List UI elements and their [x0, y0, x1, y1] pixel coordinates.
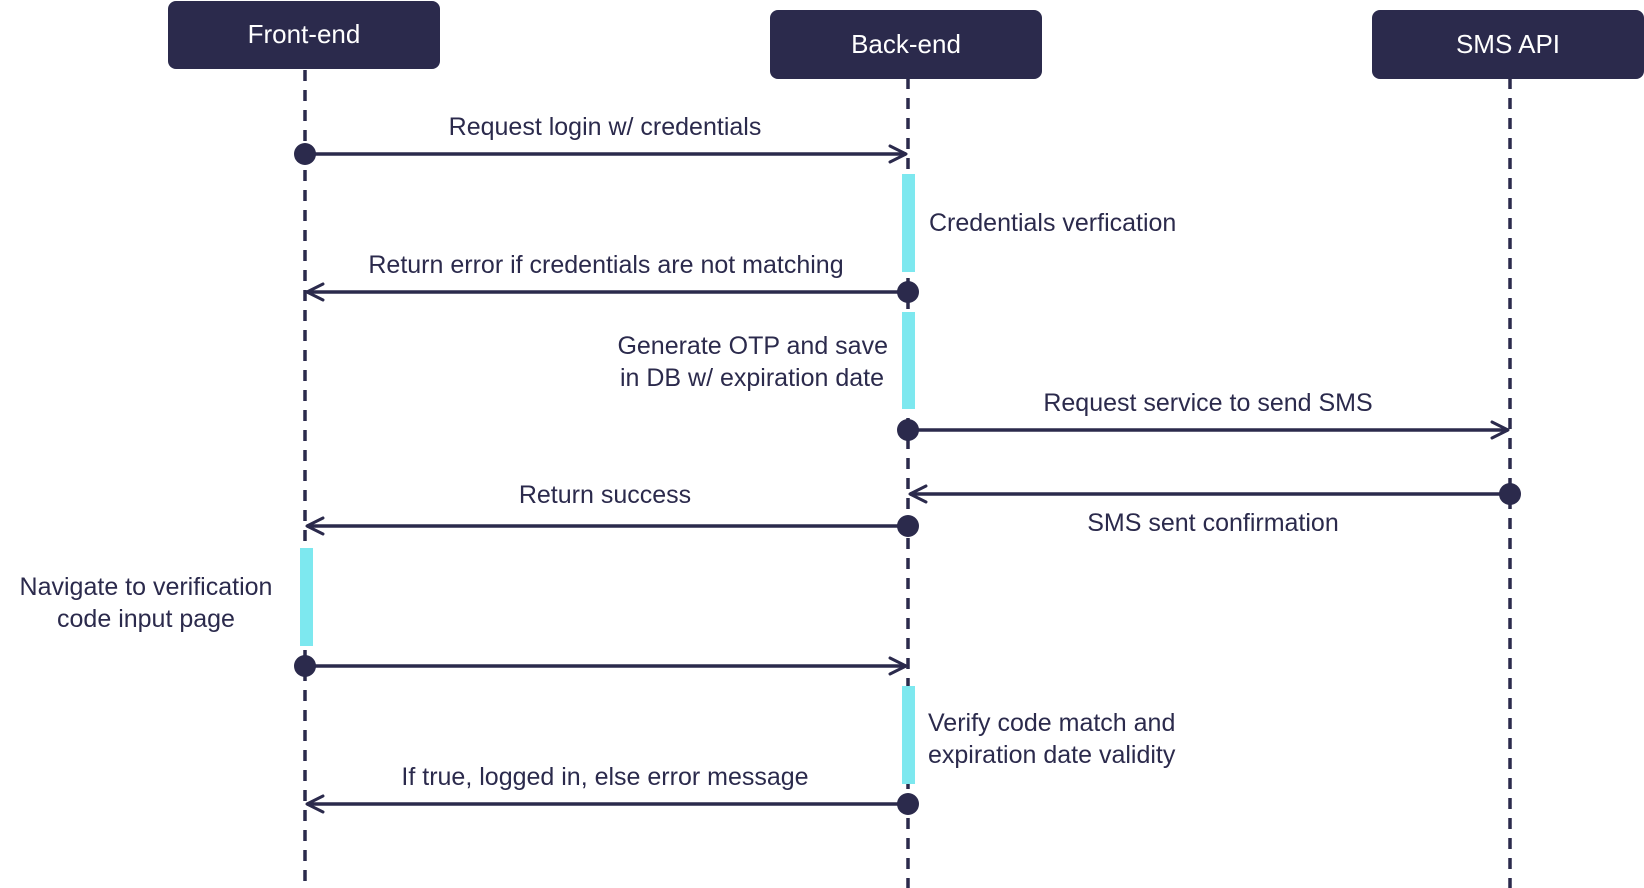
- message-sms-confirmation: SMS sent confirmation: [908, 483, 1521, 537]
- note-navigate-verification-line-1: Navigate to verification: [20, 573, 273, 601]
- note-verify-code: Verify code match and expiration date va…: [928, 709, 1176, 769]
- note-generate-otp-line-2: in DB w/ expiration date: [620, 364, 884, 392]
- actor-backend-label: Back-end: [851, 29, 961, 59]
- message-return-error-label: Return error if credentials are not matc…: [368, 251, 843, 279]
- note-navigate-verification-line-2: code input page: [57, 605, 235, 633]
- message-return-success-label: Return success: [519, 481, 691, 509]
- actor-frontend: Front-end: [168, 1, 440, 69]
- note-navigate-verification: Navigate to verification code input page: [20, 573, 273, 633]
- actor-frontend-label: Front-end: [248, 19, 361, 49]
- note-verify-code-line-2: expiration date validity: [928, 741, 1176, 769]
- actor-backend: Back-end: [770, 10, 1042, 79]
- message-request-sms-label: Request service to send SMS: [1043, 389, 1372, 417]
- message-navigate-submit: [294, 655, 908, 677]
- note-generate-otp: Generate OTP and save in DB w/ expiratio…: [617, 332, 888, 392]
- note-verify-code-line-1: Verify code match and: [928, 709, 1175, 737]
- message-start-dot: [1499, 483, 1521, 505]
- activation-credentials-verification: [902, 174, 915, 272]
- note-generate-otp-line-1: Generate OTP and save: [617, 332, 888, 360]
- message-start-dot: [294, 143, 316, 165]
- message-request-sms: Request service to send SMS: [897, 389, 1510, 441]
- message-start-dot: [897, 419, 919, 441]
- message-start-dot: [897, 515, 919, 537]
- message-start-dot: [294, 655, 316, 677]
- message-start-dot: [897, 793, 919, 815]
- message-return-success: Return success: [305, 481, 919, 537]
- message-start-dot: [897, 281, 919, 303]
- message-logged-in-result-label: If true, logged in, else error message: [401, 763, 808, 791]
- message-return-error: Return error if credentials are not matc…: [305, 251, 919, 303]
- activation-verify-code: [902, 686, 915, 784]
- actor-sms-label: SMS API: [1456, 29, 1560, 59]
- message-sms-confirmation-label: SMS sent confirmation: [1087, 509, 1339, 537]
- message-logged-in-result: If true, logged in, else error message: [305, 763, 919, 815]
- note-credentials-verification: Credentials verfication: [929, 209, 1176, 237]
- activation-navigate-verification: [300, 548, 313, 646]
- actor-sms: SMS API: [1372, 10, 1644, 79]
- message-request-login-label: Request login w/ credentials: [449, 113, 762, 141]
- message-request-login: Request login w/ credentials: [294, 113, 908, 165]
- activation-generate-otp: [902, 312, 915, 409]
